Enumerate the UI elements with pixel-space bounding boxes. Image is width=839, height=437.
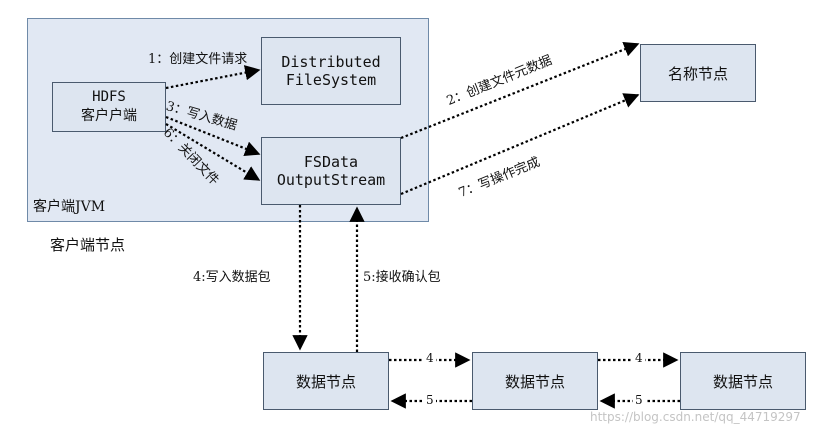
watermark-text: https://blog.csdn.net/qq_44719297 bbox=[590, 410, 801, 424]
data-node-1: 数据节点 bbox=[263, 352, 389, 410]
arrow-6-close-file bbox=[165, 123, 261, 181]
hdfs-client-line2: 客户户端 bbox=[81, 108, 137, 124]
arrow-2-create-metadata bbox=[400, 41, 640, 140]
client-node-label: 客户端节点 bbox=[50, 236, 126, 254]
pipe-label-4b: 4 bbox=[633, 351, 645, 365]
fsdata-line1: FSData bbox=[303, 153, 359, 171]
dfs-line1: Distributed bbox=[281, 53, 381, 71]
data-node-3: 数据节点 bbox=[680, 352, 806, 410]
fsdata-outputstream-box: FSData OutputStream bbox=[261, 137, 401, 205]
name-node-box: 名称节点 bbox=[640, 44, 756, 102]
step-4-label: 4:写入数据包 bbox=[193, 270, 271, 285]
data-node-2: 数据节点 bbox=[472, 352, 598, 410]
arrow-3-write-data bbox=[165, 115, 261, 157]
step-5-label: 5:接收确认包 bbox=[363, 270, 441, 285]
step-1-label: 1：创建文件请求 bbox=[148, 52, 248, 67]
client-jvm-label: 客户端JVM bbox=[33, 199, 106, 215]
arrow-7-write-complete bbox=[400, 93, 640, 196]
fsdata-line2: OutputStream bbox=[276, 171, 386, 189]
data-node-3-label: 数据节点 bbox=[712, 372, 773, 391]
hdfs-client-line1: HDFS bbox=[92, 89, 126, 105]
pipe-label-4a: 4 bbox=[424, 351, 436, 365]
data-node-1-label: 数据节点 bbox=[295, 372, 356, 391]
hdfs-client-box: HDFS 客户户端 bbox=[52, 82, 166, 132]
pipe-label-5b: 5 bbox=[633, 393, 645, 407]
arrow-1-create-request bbox=[165, 65, 261, 90]
name-node-label: 名称节点 bbox=[667, 64, 728, 83]
dfs-line2: FileSystem bbox=[285, 71, 377, 89]
data-node-2-label: 数据节点 bbox=[504, 372, 565, 391]
distributed-filesystem-box: Distributed FileSystem bbox=[261, 37, 401, 105]
pipe-label-5a: 5 bbox=[424, 393, 436, 407]
